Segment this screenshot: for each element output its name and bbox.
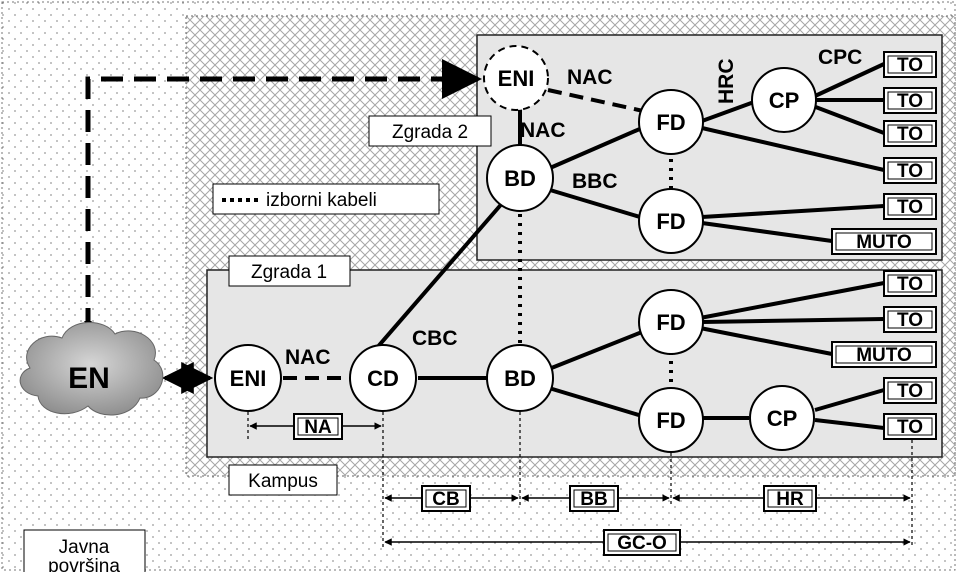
public-area-label-box [23,529,146,572]
svg-text:TO: TO [897,197,923,218]
outlet-b1-2: TO [883,306,937,333]
node-eni-building2: ENI [483,45,549,111]
node-fd-b1-upper: FD [638,289,704,355]
node-cp-b1: CP [749,385,815,451]
svg-text:BD: BD [504,366,536,391]
outlet-b2-4: TO [883,157,937,184]
cable-cp-to-b1-2 [814,418,885,430]
outlet-b1-1: TO [883,270,937,297]
dim-bb-label: BB [569,485,619,512]
cable-label-cpc: CPC [818,46,862,69]
cable-fd-to5 [701,204,885,219]
building-2-label-box [368,115,492,147]
svg-text:MUTO: MUTO [856,345,912,366]
campus-label-box [228,464,338,496]
svg-text:BB: BB [580,489,607,510]
outlet-b2-3: TO [883,120,937,147]
svg-text:FD: FD [656,209,685,234]
dim-hr-label: HR [763,485,817,512]
svg-text:ENI: ENI [230,366,267,391]
cable-fd-muto-b2 [701,221,833,243]
svg-text:NA: NA [304,417,332,438]
svg-text:FD: FD [656,110,685,135]
dim-cb-label: CB [421,485,471,512]
svg-text:TO: TO [897,381,923,402]
cable-label-hrc: HRC [715,59,738,105]
cable-label-cbc: CBC [412,327,458,350]
cable-cp-to3 [812,104,885,135]
svg-text:BD: BD [504,166,536,191]
legend-box [212,183,440,215]
node-fd-b2-lower: FD [638,188,704,254]
node-cp-b2: CP [751,67,817,133]
outlet-b1-4: TO [883,413,937,440]
cable-label-nac-campus: NAC [285,346,331,369]
cable-bd2-fd-upper [549,126,643,170]
node-cd: CD [349,344,417,412]
cable-bd1-fd-upper [548,330,643,371]
en-cloud: EN [19,321,164,416]
svg-text:FD: FD [656,408,685,433]
outlet-b1-3: TO [883,377,937,404]
en-label: EN [68,362,110,395]
muto-b1: MUTO [831,341,937,368]
cable-cp-to-b1-1 [814,388,885,412]
cable-bd2-fd-lower [549,188,641,219]
building-2-label: Zgrada 2 [392,122,468,143]
cable-label-nac-b2-top: NAC [567,66,613,89]
public-area-label-line1: Javna [59,537,110,558]
node-bd-building2: BD [486,144,554,212]
outlet-b2-2: TO [883,87,937,114]
svg-text:TO: TO [897,417,923,438]
cable-cbc [373,198,507,352]
svg-text:CP: CP [767,406,798,431]
external-dashed-link [85,59,482,330]
building-1-label-box [228,255,351,287]
node-fd-b2-upper: FD [638,89,704,155]
dim-gco-label: GC-O [603,529,681,556]
cable-label-bbc: BBC [572,170,618,193]
svg-text:TO: TO [897,310,923,331]
svg-text:CB: CB [432,489,459,510]
outlet-b2-1: TO [883,51,937,78]
muto-b2: MUTO [831,228,937,255]
cable-fd-to4 [701,126,885,172]
cable-fd-cp-b2 [701,100,755,123]
node-bd-building1: BD [486,344,554,412]
node-eni-campus: ENI [214,344,282,412]
svg-text:TO: TO [897,124,923,145]
building-1-label: Zgrada 1 [251,262,327,283]
svg-text:TO: TO [897,161,923,182]
svg-text:TO: TO [897,91,923,112]
cable-fd-to-b1-2 [701,317,885,324]
public-area-label-line2: površina [48,556,120,572]
outlet-b2-5: TO [883,193,937,220]
svg-text:CD: CD [367,366,399,391]
node-fd-b1-lower: FD [638,387,704,453]
svg-text:MUTO: MUTO [856,232,912,253]
cable-nac-b2 [547,88,649,114]
cable-bd1-fd-lower [548,386,643,418]
cable-cp-to1 [814,62,885,98]
svg-text:ENI: ENI [498,66,535,91]
svg-text:GC-O: GC-O [617,533,667,554]
svg-text:HR: HR [776,489,804,510]
svg-text:TO: TO [897,55,923,76]
campus-label: Kampus [248,471,318,492]
cable-label-nac-b2-vertical: NAC [520,119,566,142]
cable-fd-to-b1-1 [699,281,885,320]
svg-text:FD: FD [656,310,685,335]
dim-na-label: NA [293,413,343,440]
legend-label: izborni kabeli [266,190,377,211]
svg-text:CP: CP [769,88,800,113]
svg-text:TO: TO [897,274,923,295]
cable-fd-muto-b1 [699,326,833,356]
